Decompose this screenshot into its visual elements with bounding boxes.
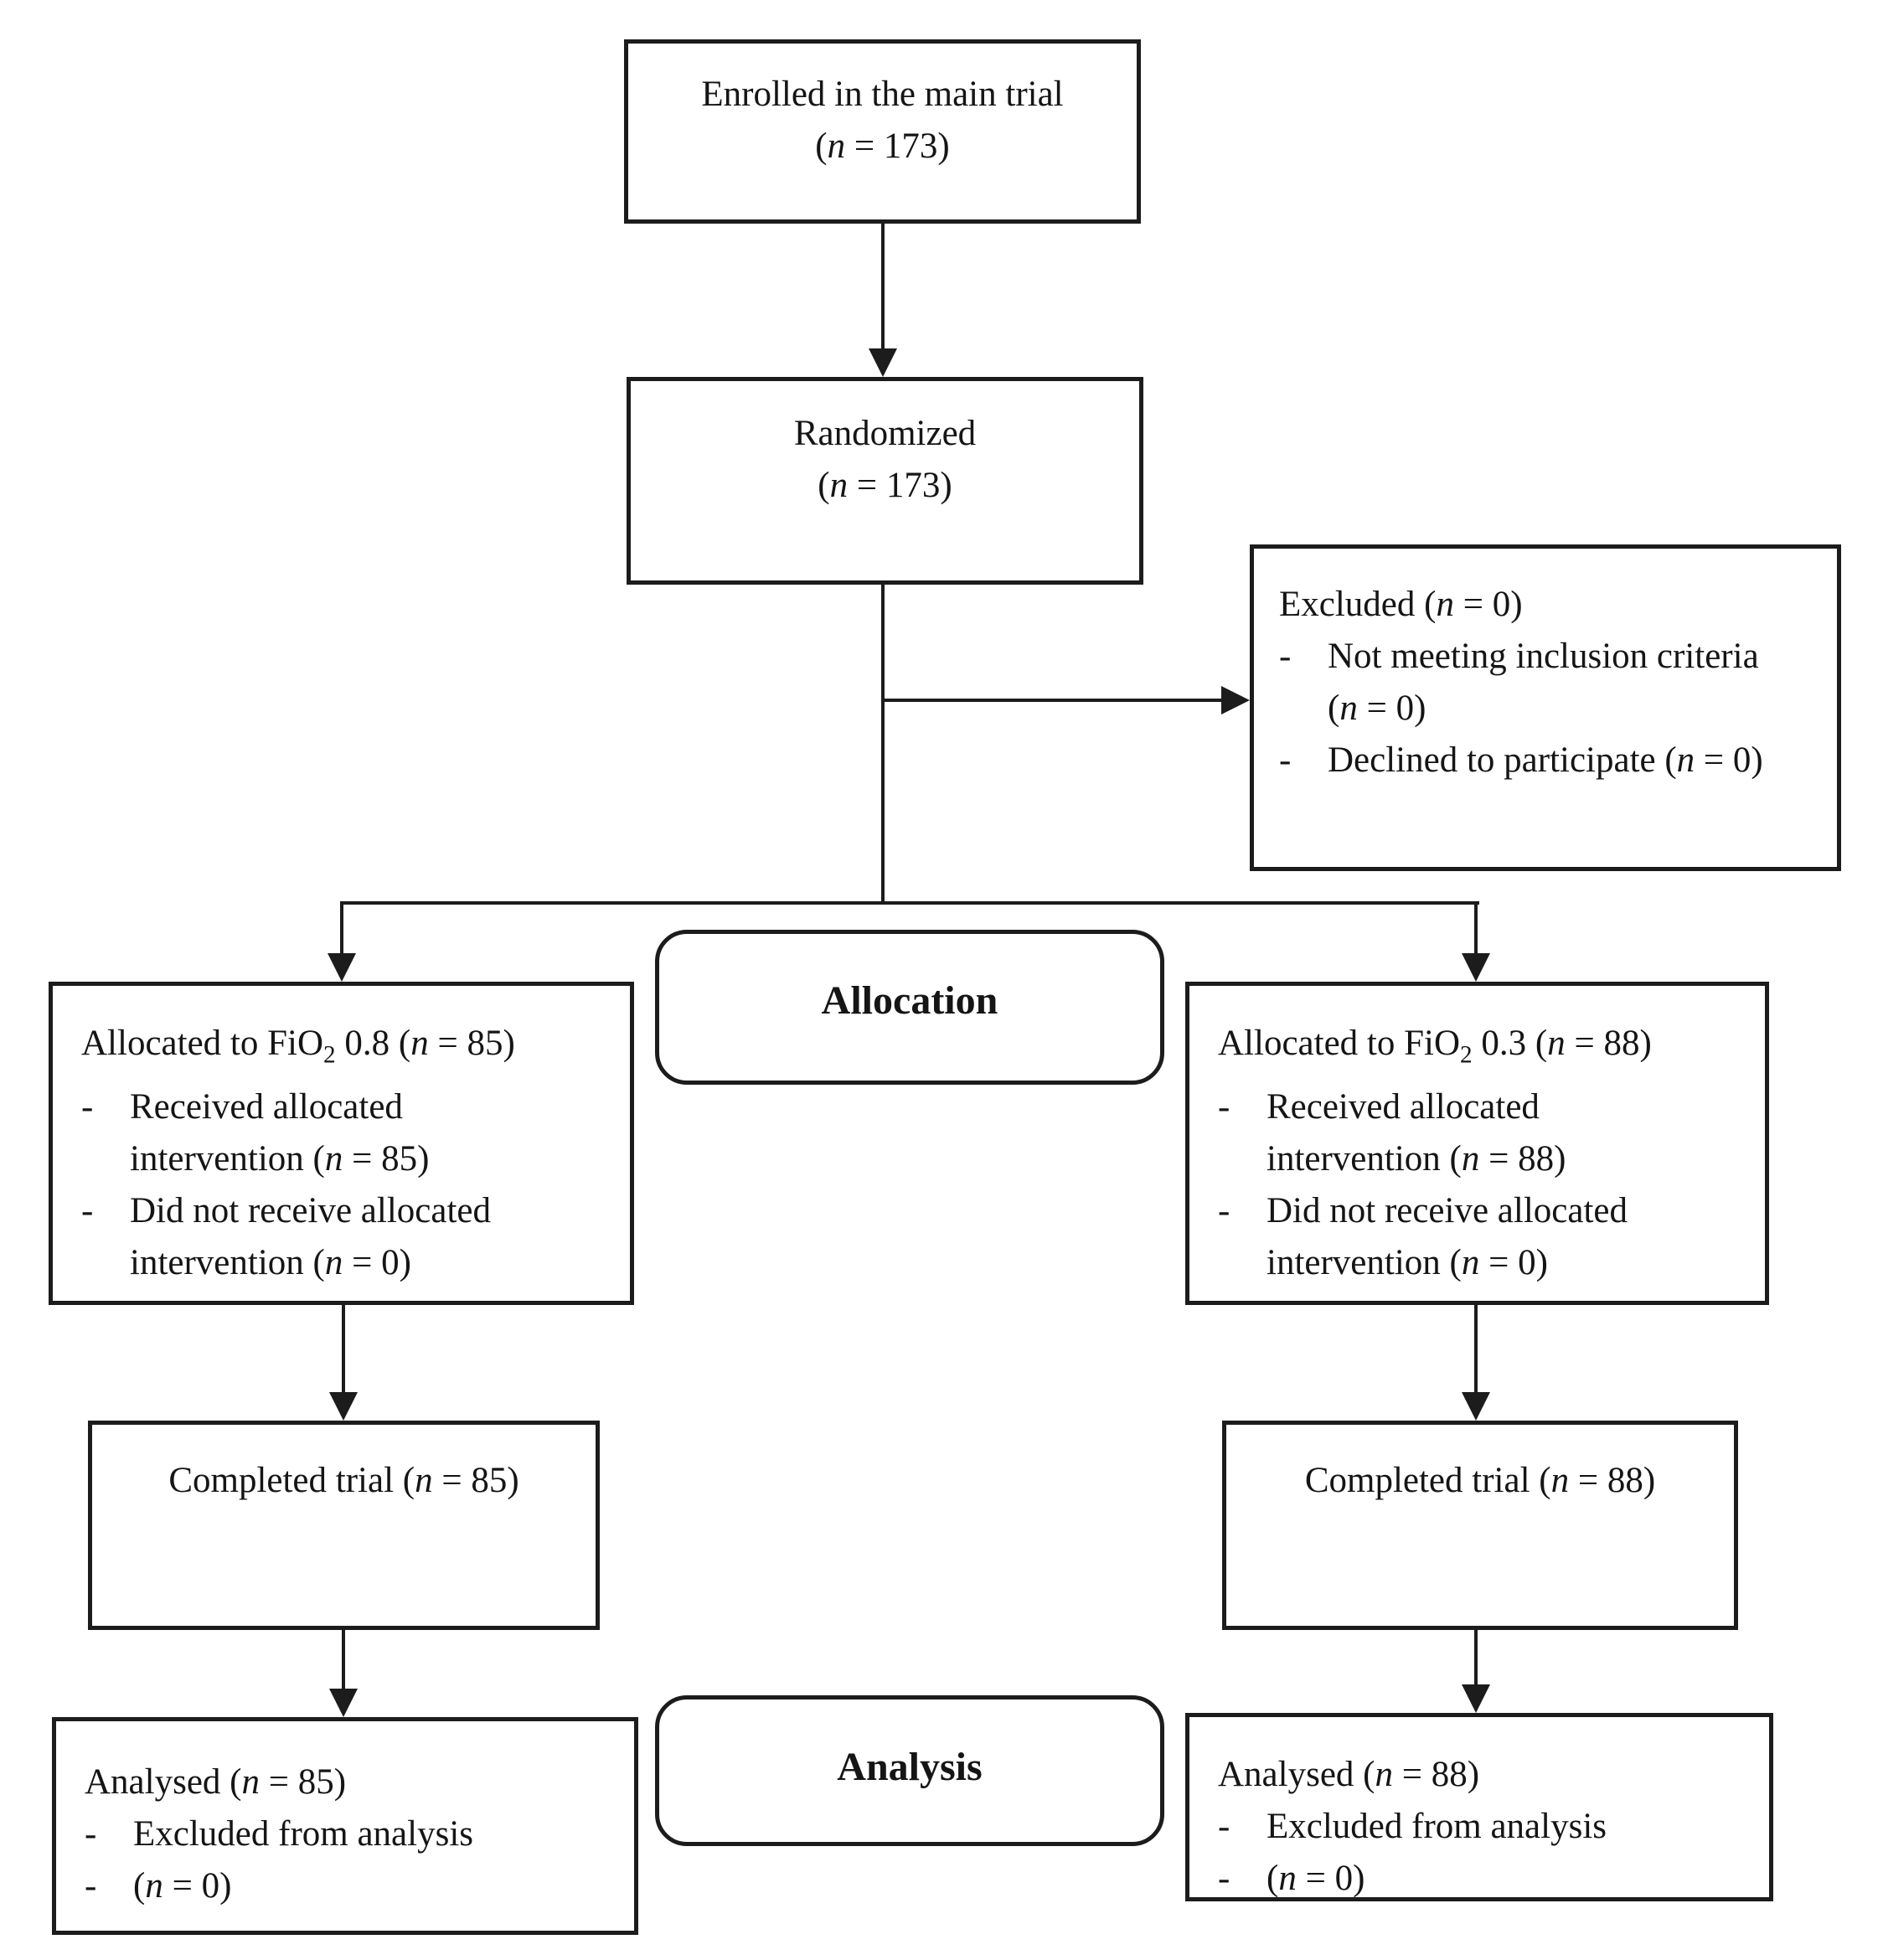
allocated-fio2-08-bullet-1: - Received allocated intervention (n = 8… [81,1081,623,1185]
analysed-88-bullet-2: - (n = 0) [1218,1853,1762,1905]
allocated-fio2-03-box: Allocated to FiO2 0.3 (n = 88) - Receive… [1185,982,1769,1305]
arrow-branch-to-alloc-left-line [340,901,343,953]
line-randomized-to-branch [881,585,885,903]
excluded-title: Excluded (n = 0) [1279,585,1523,624]
arrow-to-excluded-head [1221,686,1250,714]
allocated-fio2-03-bullet-1-line-2: intervention (n = 88) [1267,1138,1566,1179]
bullet-dash: - [1279,637,1292,676]
analysed-88-bullet-1: - Excluded from analysis [1218,1801,1762,1853]
bullet-dash: - [1218,1807,1230,1846]
bullet-dash: - [85,1814,97,1854]
allocated-fio2-08-bullet-2-line-2: intervention (n = 0) [130,1242,411,1282]
analysed-85-bullet-1: - Excluded from analysis [85,1808,627,1860]
analysed-85-bullet-2: - (n = 0) [85,1860,627,1912]
allocated-fio2-08-bullet-1-line-1: Received allocated [130,1086,403,1127]
allocated-fio2-03-bullet-2-line-2: intervention (n = 0) [1267,1242,1548,1282]
arrow-to-excluded-line [883,699,1221,702]
branch-line [340,901,1479,905]
allocated-fio2-08-title: Allocated to FiO2 0.8 (n = 85) [81,1024,515,1069]
analysed-85-title: Analysed (n = 85) [85,1762,347,1802]
arrow-completed-right-to-analysed-head [1462,1684,1490,1713]
excluded-bullet-2: - Declined to participate (n = 0) [1279,735,1830,787]
excluded-bullet-1: - Not meeting inclusion criteria (n = 0) [1279,631,1830,735]
analysed-88-bullet-2-line-1: (n = 0) [1267,1859,1365,1898]
arrow-enrolled-to-randomized-head [869,348,897,377]
bullet-dash: - [81,1190,94,1230]
enrolled-box: Enrolled in the main trial (n = 173) [624,39,1141,224]
randomized-line-1: Randomized [793,414,977,453]
arrow-alloc-left-to-completed-head [329,1392,358,1421]
allocated-fio2-08-box: Allocated to FiO2 0.8 (n = 85) - Receive… [49,982,634,1305]
bullet-dash: - [1218,1859,1230,1898]
bullet-dash: - [1218,1086,1230,1127]
completed-trial-88-label: Completed trial (n = 88) [1304,1461,1656,1500]
completed-trial-88-box: Completed trial (n = 88) [1222,1421,1738,1630]
arrow-alloc-right-to-completed-line [1474,1305,1478,1394]
analysed-85-box: Analysed (n = 85) - Excluded from analys… [52,1717,638,1935]
excluded-box: Excluded (n = 0) - Not meeting inclusion… [1250,544,1841,871]
bullet-dash: - [1279,740,1292,780]
arrow-alloc-right-to-completed-head [1462,1392,1490,1421]
arrow-branch-to-alloc-left-head [328,953,356,982]
excluded-bullet-1-line-2: (n = 0) [1328,689,1426,728]
allocated-fio2-08-bullet-2: - Did not receive allocated intervention… [81,1185,623,1289]
enrolled-line-2: (n = 173) [815,126,950,166]
bullet-dash: - [1218,1190,1230,1230]
arrow-branch-to-alloc-right-head [1462,953,1490,982]
allocated-fio2-03-bullet-2-line-1: Did not receive allocated [1267,1190,1628,1230]
arrow-completed-right-to-analysed-line [1474,1630,1478,1684]
bullet-dash: - [85,1866,97,1906]
allocated-fio2-03-title: Allocated to FiO2 0.3 (n = 88) [1218,1024,1652,1069]
allocation-stage-label: Allocation [655,930,1164,1085]
analysed-85-bullet-2-line-1: (n = 0) [133,1866,232,1906]
allocated-fio2-08-bullet-2-line-1: Did not receive allocated [130,1190,491,1230]
randomized-line-2: (n = 173) [818,466,952,505]
allocated-fio2-03-bullet-1: - Received allocated intervention (n = 8… [1218,1081,1758,1185]
randomized-box: Randomized (n = 173) [627,377,1143,585]
arrow-completed-left-to-analysed-head [329,1689,358,1717]
analysis-stage-label: Analysis [655,1695,1164,1846]
analysed-88-box: Analysed (n = 88) - Excluded from analys… [1185,1713,1773,1901]
arrow-enrolled-to-randomized-line [881,224,885,350]
excluded-bullet-1-line-1: Not meeting inclusion criteria [1328,637,1759,676]
allocated-fio2-03-bullet-1-line-1: Received allocated [1267,1086,1540,1127]
analysed-88-title: Analysed (n = 88) [1218,1755,1480,1794]
arrow-completed-left-to-analysed-line [342,1630,345,1690]
allocated-fio2-08-bullet-1-line-2: intervention (n = 85) [130,1138,430,1179]
completed-trial-85-label: Completed trial (n = 85) [168,1461,519,1500]
analysed-85-bullet-1-line-1: Excluded from analysis [133,1814,474,1854]
excluded-bullet-2-line-1: Declined to participate (n = 0) [1328,740,1763,780]
analysis-stage-text: Analysis [837,1745,983,1789]
analysed-88-bullet-1-line-1: Excluded from analysis [1267,1807,1607,1846]
arrow-branch-to-alloc-right-line [1474,901,1478,953]
bullet-dash: - [81,1086,94,1127]
allocation-stage-text: Allocation [821,977,998,1023]
allocated-fio2-03-bullet-2: - Did not receive allocated intervention… [1218,1185,1758,1289]
arrow-alloc-left-to-completed-line [342,1305,345,1394]
enrolled-line-1: Enrolled in the main trial [701,75,1064,114]
completed-trial-85-box: Completed trial (n = 85) [88,1421,600,1630]
